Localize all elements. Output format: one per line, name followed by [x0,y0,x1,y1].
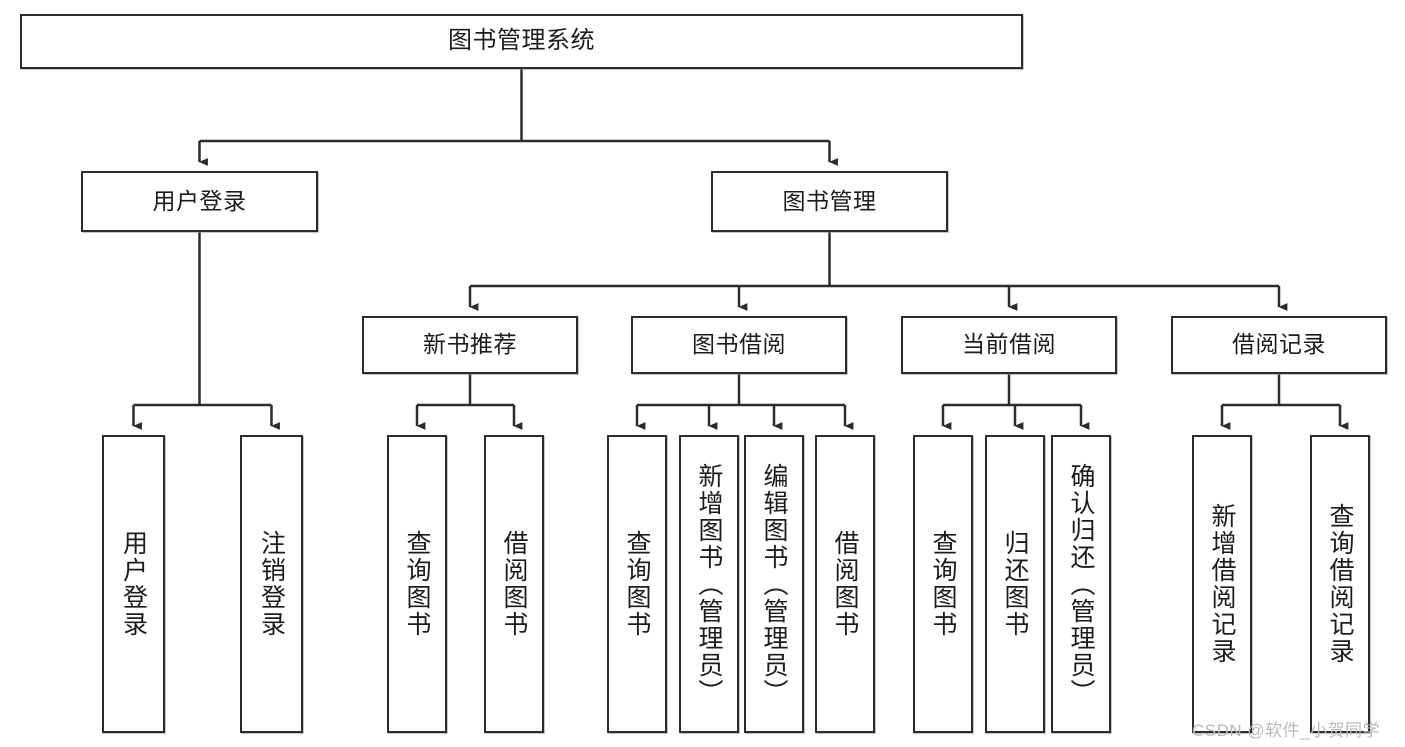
node-new-book-recommend[interactable]: 新书推荐 [362,316,578,374]
node-leaf-edit-book[interactable]: 编辑图书（管理员） [744,435,804,733]
node-book-borrow[interactable]: 图书借阅 [631,316,847,374]
node-leaf-add-book[interactable]: 新增图书（管理员） [679,435,739,733]
node-borrow-record[interactable]: 借阅记录 [1171,316,1387,374]
node-label: 借阅图书 [500,530,528,638]
node-label: 图书管理系统 [448,27,595,55]
node-label: 图书管理 [782,187,877,214]
node-label: 借阅图书 [831,530,859,638]
node-leaf-confirm-return[interactable]: 确认归还（管理员） [1051,435,1111,733]
watermark-label: CSDN @软件_小贺同学 [1192,721,1381,740]
node-label: 注销登录 [257,530,286,638]
node-label: 当前借阅 [962,331,1056,358]
node-leaf-query-book-cb[interactable]: 查询图书 [913,435,973,733]
node-current-borrow[interactable]: 当前借阅 [901,316,1117,374]
node-label: 新增借阅记录 [1208,503,1236,665]
node-leaf-logout[interactable]: 注销登录 [240,435,303,733]
node-leaf-return-book[interactable]: 归还图书 [985,435,1045,733]
node-label: 编辑图书（管理员） [760,462,788,706]
node-leaf-query-book-rec[interactable]: 查询图书 [387,435,447,733]
node-label: 用户登录 [119,530,148,638]
node-label: 归还图书 [1001,530,1029,638]
node-leaf-add-record[interactable]: 新增借阅记录 [1192,435,1252,733]
node-leaf-query-record[interactable]: 查询借阅记录 [1310,435,1370,733]
node-label: 新增图书（管理员） [695,462,723,706]
node-label: 新书推荐 [423,331,517,358]
node-label: 查询图书 [929,530,957,638]
node-leaf-borrow-book-rec[interactable]: 借阅图书 [484,435,544,733]
node-label: 查询图书 [403,530,431,638]
node-leaf-query-book-br[interactable]: 查询图书 [607,435,667,733]
node-book-manage[interactable]: 图书管理 [711,171,948,232]
node-label: 借阅记录 [1232,331,1326,358]
node-label: 用户登录 [152,187,247,214]
node-label: 查询图书 [623,530,651,638]
node-user-login[interactable]: 用户登录 [81,171,318,232]
node-root[interactable]: 图书管理系统 [20,14,1023,69]
node-label: 确认归还（管理员） [1067,462,1095,706]
node-leaf-borrow-book-br[interactable]: 借阅图书 [815,435,875,733]
node-leaf-user-login[interactable]: 用户登录 [102,435,165,733]
node-label: 图书借阅 [692,331,786,358]
node-label: 查询借阅记录 [1326,503,1354,665]
